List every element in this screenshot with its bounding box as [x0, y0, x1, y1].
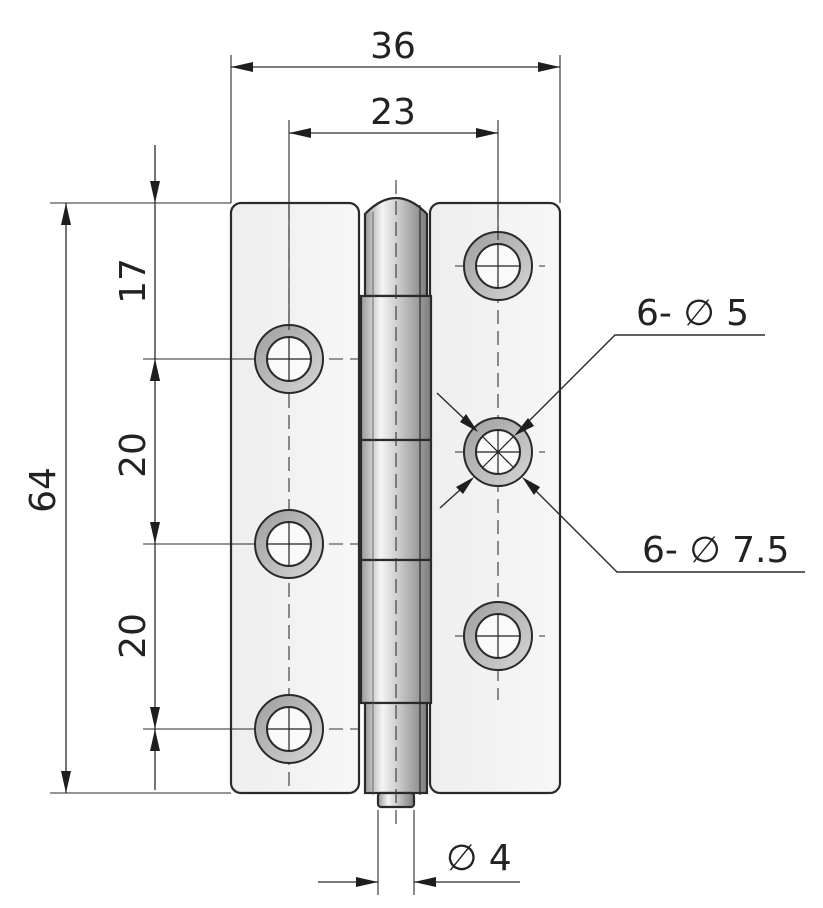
dimension-overall-width: 36	[231, 26, 560, 72]
dim-label-20: 20	[113, 432, 154, 478]
dim-label-64: 64	[23, 467, 64, 513]
dim-label-pin-diameter: ∅ 4	[446, 838, 512, 879]
dim-label-23: 23	[370, 92, 416, 133]
mounting-holes	[254, 231, 533, 764]
callout-hole-diameter: 6- ∅ 5	[436, 293, 765, 436]
callout-label-countersink: 6- ∅ 7.5	[642, 530, 789, 571]
callout-label-hole: 6- ∅ 5	[636, 293, 749, 334]
hole	[463, 231, 533, 301]
dimension-overall-height: 64	[23, 203, 71, 793]
dimension-hole-spacing: 23	[289, 92, 498, 138]
callout-countersink-diameter: 6- ∅ 7.5	[439, 477, 805, 573]
dim-label-36: 36	[370, 26, 416, 67]
dimension-vertical-pitches: 17 20 20	[113, 145, 160, 790]
hole	[463, 601, 533, 671]
dim-label-20: 20	[113, 613, 154, 659]
dimension-pin-diameter: ∅ 4	[318, 838, 520, 887]
dim-label-17: 17	[113, 258, 154, 304]
extension-lines	[50, 55, 561, 895]
hole	[254, 324, 324, 394]
hole	[254, 509, 324, 579]
hole	[254, 694, 324, 764]
